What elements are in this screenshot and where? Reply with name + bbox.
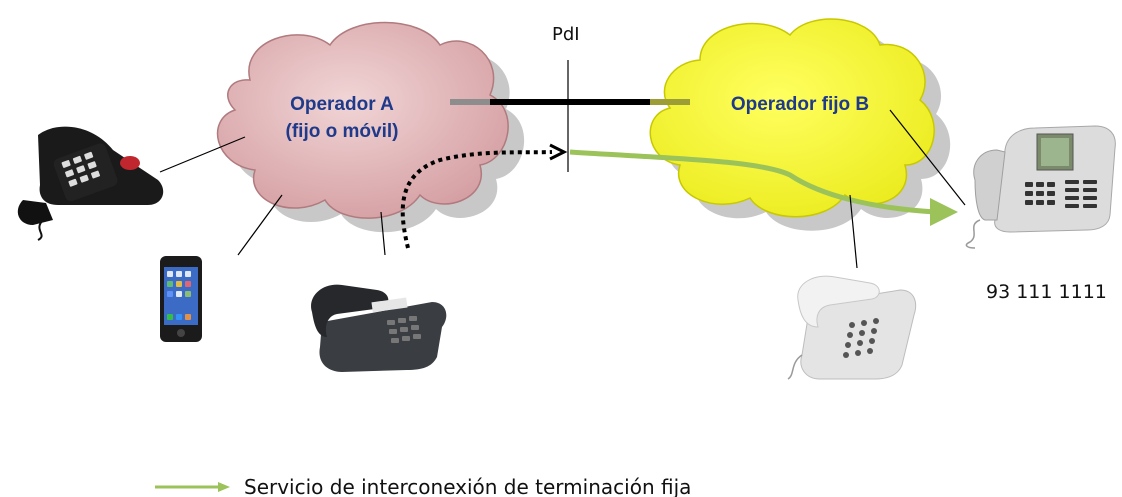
cloud-operator-a <box>216 21 509 219</box>
legend: Servicio de interconexión de terminación… <box>155 475 691 497</box>
legend-text: Servicio de interconexión de terminación… <box>244 475 691 497</box>
link-phone-right <box>889 109 966 206</box>
dotted-call-path <box>400 150 553 249</box>
dotted-arrow-head <box>549 143 568 161</box>
legend-arrow-head <box>218 482 230 492</box>
operator-a-type: (fijo o móvil) <box>286 121 399 142</box>
pdi-label: PdI <box>552 24 580 45</box>
office-phone-icon <box>965 125 1116 249</box>
desk-phone-dark-icon <box>311 284 447 372</box>
termination-arrow-head <box>930 198 958 226</box>
link-phone-top-left <box>159 136 246 173</box>
link-mobile <box>237 194 283 256</box>
operator-b-name: Operador fijo B <box>731 94 869 115</box>
desk-phone-black-icon <box>17 126 164 241</box>
desk-phone-white-icon <box>787 275 917 380</box>
operator-a-name: Operador A <box>290 94 394 115</box>
destination-number: 93 111 1111 <box>986 281 1107 303</box>
link-phone-bottom-left <box>380 211 386 256</box>
cloud-operator-b <box>649 18 935 218</box>
termination-arrow <box>569 149 936 215</box>
link-phone-bottom-right <box>849 194 858 269</box>
smartphone-icon <box>160 256 202 342</box>
